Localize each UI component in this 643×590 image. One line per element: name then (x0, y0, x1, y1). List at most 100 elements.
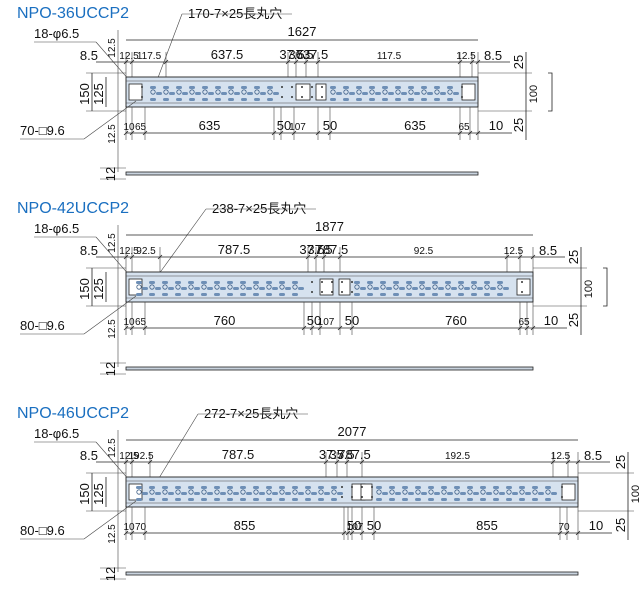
slot-hole (480, 486, 486, 489)
inner-dim-value: 125 (91, 278, 106, 300)
slot-hole (228, 86, 234, 89)
slot-ring (354, 284, 360, 290)
slot-hole (253, 498, 259, 501)
slot-hole (458, 281, 464, 284)
top-dim-tick (550, 459, 556, 465)
slot-hole (473, 492, 479, 495)
slot-ring (150, 89, 156, 95)
slot-hole (428, 498, 434, 501)
left-edge-dim-value: 8.5 (80, 243, 98, 258)
slot-hole (311, 492, 317, 495)
mount-dot (341, 291, 343, 293)
total-dim-value: 1877 (315, 219, 344, 234)
slot-ring (497, 284, 503, 290)
slot-hole (189, 86, 195, 89)
mount-dot (561, 486, 563, 488)
slot-hole (376, 486, 382, 489)
slot-hole (497, 293, 503, 296)
slot-ring (519, 489, 525, 495)
slot-ring (188, 284, 194, 290)
slot-hole (395, 492, 401, 495)
slot-hole (227, 498, 233, 501)
left-edge-dim-value: 8.5 (80, 448, 98, 463)
bottom-dim-value: 65 (135, 122, 147, 133)
slot-hole (415, 486, 421, 489)
bottom-dim-tick (309, 325, 315, 331)
bottom-dim-tick (337, 325, 343, 331)
mount-dot (281, 96, 283, 98)
bottom-dim-value: 855 (234, 518, 256, 533)
right-edge-dim-value: 8.5 (584, 448, 602, 463)
bottom-dim-tick (142, 130, 148, 136)
rect-cutout (319, 278, 334, 296)
slot-ring (493, 489, 499, 495)
slot-hole (176, 98, 182, 101)
top-dim-tick (147, 459, 153, 465)
slot-hole (240, 293, 246, 296)
slot-hole (241, 86, 247, 89)
slot-hole (227, 293, 233, 296)
slot-hole (169, 92, 175, 95)
right-edge-dim-value: 8.5 (484, 48, 502, 63)
right-top-dim-value: 25 (613, 455, 628, 469)
slot-hole (195, 92, 201, 95)
slot-ring (369, 89, 375, 95)
hole-note-leader (95, 236, 131, 277)
top-dim-tick (129, 254, 135, 260)
slot-hole (214, 293, 220, 296)
slot-ring (458, 284, 464, 290)
mount-dot (341, 496, 343, 498)
top-dim-tick (157, 254, 163, 260)
slot-hole (525, 492, 531, 495)
left-bottom-dim-value: 12.5 (107, 124, 118, 144)
right-edge-dim-value: 8.5 (539, 243, 557, 258)
slot-hole (336, 92, 342, 95)
slot-hole (402, 486, 408, 489)
slot-hole (380, 281, 386, 284)
top-dim-value: 37.5 (307, 242, 332, 257)
top-dim-value: 787.5 (316, 242, 349, 257)
top-dim-tick (565, 459, 571, 465)
bottom-dim-value: 10 (123, 122, 135, 133)
slot-hole (395, 86, 401, 89)
slot-hole (163, 98, 169, 101)
slot-hole (421, 98, 427, 101)
slot-ring (136, 284, 142, 290)
slot-hole (406, 281, 412, 284)
slot-hole (486, 492, 492, 495)
slot-ring (214, 284, 220, 290)
inner-dim-value: 125 (91, 83, 106, 105)
slot-hole (532, 486, 538, 489)
slot-ring (471, 284, 477, 290)
slot-hole (367, 293, 373, 296)
top-dim-tick (504, 254, 510, 260)
bottom-dim-tick (123, 325, 129, 331)
hole-note: 18-φ6.5 (34, 221, 79, 236)
top-dim-value: 192.5 (445, 451, 470, 462)
drawing-title: NPO-46UCCP2 (17, 405, 129, 422)
mount-dot (321, 86, 323, 88)
bottom-dim-tick (142, 530, 148, 536)
slot-note: 170-7×25長丸穴 (188, 6, 282, 21)
slot-hole (227, 281, 233, 284)
slot-hole (194, 287, 200, 290)
slot-ring (189, 89, 195, 95)
slot-hole (227, 486, 233, 489)
slot-hole (215, 86, 221, 89)
slot-hole (142, 287, 148, 290)
top-dim-value: 192.5 (128, 451, 153, 462)
slot-hole (399, 287, 405, 290)
side-profile (125, 366, 534, 371)
slot-hole (189, 98, 195, 101)
slot-hole (214, 486, 220, 489)
slot-hole (233, 492, 239, 495)
top-dim-value: 637.5 (296, 47, 329, 62)
slot-ring (480, 489, 486, 495)
slot-hole (175, 293, 181, 296)
slot-hole (545, 498, 551, 501)
rect-cutout (516, 278, 531, 296)
bottom-dim-tick (517, 325, 523, 331)
slot-hole (441, 498, 447, 501)
slot-ring (240, 284, 246, 290)
top-dim-tick (334, 459, 340, 465)
